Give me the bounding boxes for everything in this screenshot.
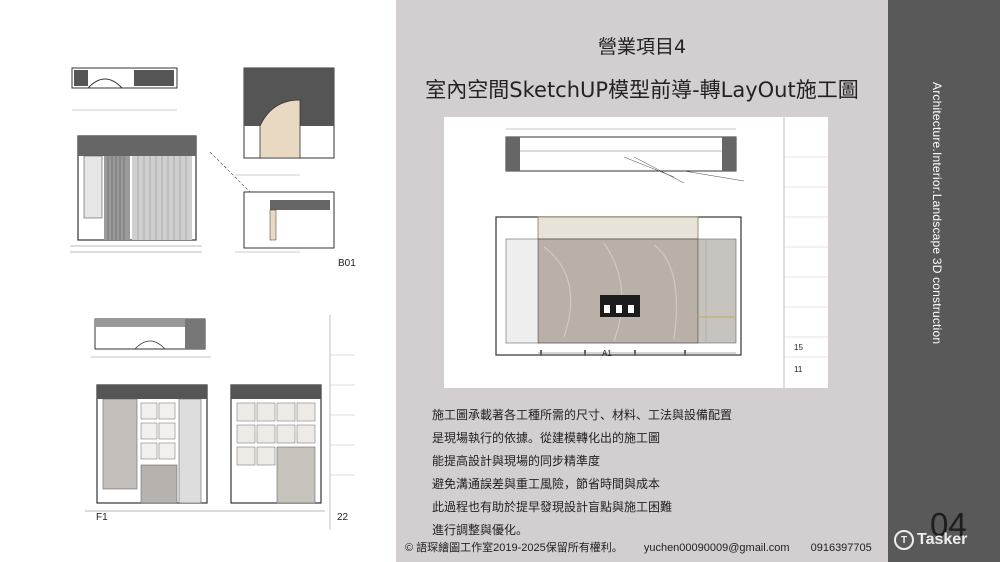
main-construction-drawing: A1 15 11 bbox=[444, 117, 828, 388]
bottom-drawing-sheet bbox=[55, 315, 355, 530]
description-line: 是現場執行的依據。從建模轉化出的施工圖 bbox=[432, 431, 661, 445]
copyright-text: © 語琛繪圖工作室2019-2025保留所有權利。 bbox=[405, 542, 623, 554]
page-title: 室內空間SketchUP模型前導-轉LayOut施工圖 bbox=[425, 78, 859, 102]
top-sheet-code: B01 bbox=[338, 258, 356, 269]
tasker-logo-icon: T bbox=[894, 530, 914, 550]
bottom-sheet-code-left: F1 bbox=[96, 512, 108, 523]
description-line: 進行調整與優化。 bbox=[432, 523, 529, 537]
section-title: 營業項目4 bbox=[597, 36, 687, 58]
footer: © 語琛繪圖工作室2019-2025保留所有權利。 yuchen00090009… bbox=[405, 539, 890, 555]
page-number: 04 bbox=[930, 506, 967, 543]
description-line: 避免溝通誤差與重工風險，節省時間與成本 bbox=[432, 477, 661, 491]
brand-name: Tasker bbox=[917, 531, 968, 548]
description-line: 此過程也有助於提早發現設計盲點與施工困難 bbox=[432, 500, 673, 514]
description-line: 施工圖承載著各工種所需的尺寸、材料、工法與設備配置 bbox=[432, 408, 733, 422]
side-strip bbox=[888, 0, 1000, 562]
description-line: 能提高設計與現場的同步精準度 bbox=[432, 454, 601, 468]
email-text: yuchen00090009@gmail.com bbox=[643, 542, 790, 554]
description-list: 施工圖承載著各工種所需的尺寸、材料、工法與設備配置 是現場執行的依據。從建模轉化… bbox=[432, 404, 732, 542]
top-drawing-sheet bbox=[60, 40, 360, 270]
phone-text: 0916397705 bbox=[810, 542, 872, 554]
main-sheet-number: 15 bbox=[794, 343, 803, 352]
sidebar-vertical-text: Architecture.Interior.Landscape 3D const… bbox=[930, 82, 944, 345]
main-sheet-a1: A1 bbox=[602, 349, 612, 358]
brand-logo: T Tasker bbox=[894, 530, 967, 550]
main-sheet-page: 11 bbox=[794, 365, 803, 374]
bottom-sheet-code-right: 22 bbox=[337, 512, 349, 523]
